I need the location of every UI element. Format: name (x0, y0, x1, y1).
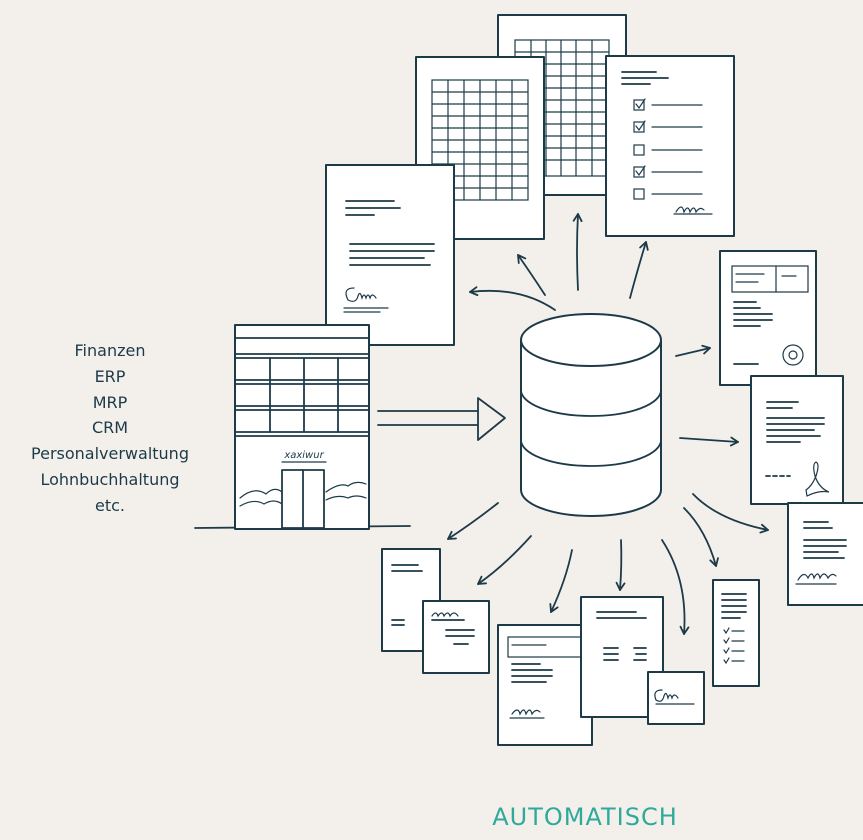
building-sign: xaxiwur (283, 450, 324, 461)
list-document (712, 579, 760, 687)
company-building: xaxiwur (194, 324, 411, 530)
database-icon (520, 313, 662, 517)
signed-document-right (787, 502, 863, 606)
source-item-mrp: MRP (92, 392, 128, 412)
email-document (719, 250, 817, 386)
invoice-document (497, 624, 593, 746)
source-item-erp: ERP (94, 366, 126, 386)
data-sources-list: Finanzen ERP MRP CRM Personalverwaltung … (10, 338, 210, 519)
source-item-etc: etc. (95, 495, 125, 515)
source-item-personalverwaltung: Personalverwaltung (31, 444, 189, 464)
small-document-2 (422, 600, 490, 674)
source-item-crm: CRM (91, 418, 129, 438)
signature-card (647, 671, 705, 725)
output-arrows (447, 213, 769, 635)
source-item-lohnbuchhaltung: Lohnbuchhaltung (40, 469, 180, 489)
import-arrow (377, 397, 506, 441)
source-item-finanzen: Finanzen (74, 341, 146, 360)
checklist-document (605, 55, 735, 237)
pdf-document (750, 375, 844, 505)
letter-document (325, 164, 455, 346)
caption-text: AUTOMATISCH (492, 803, 678, 831)
